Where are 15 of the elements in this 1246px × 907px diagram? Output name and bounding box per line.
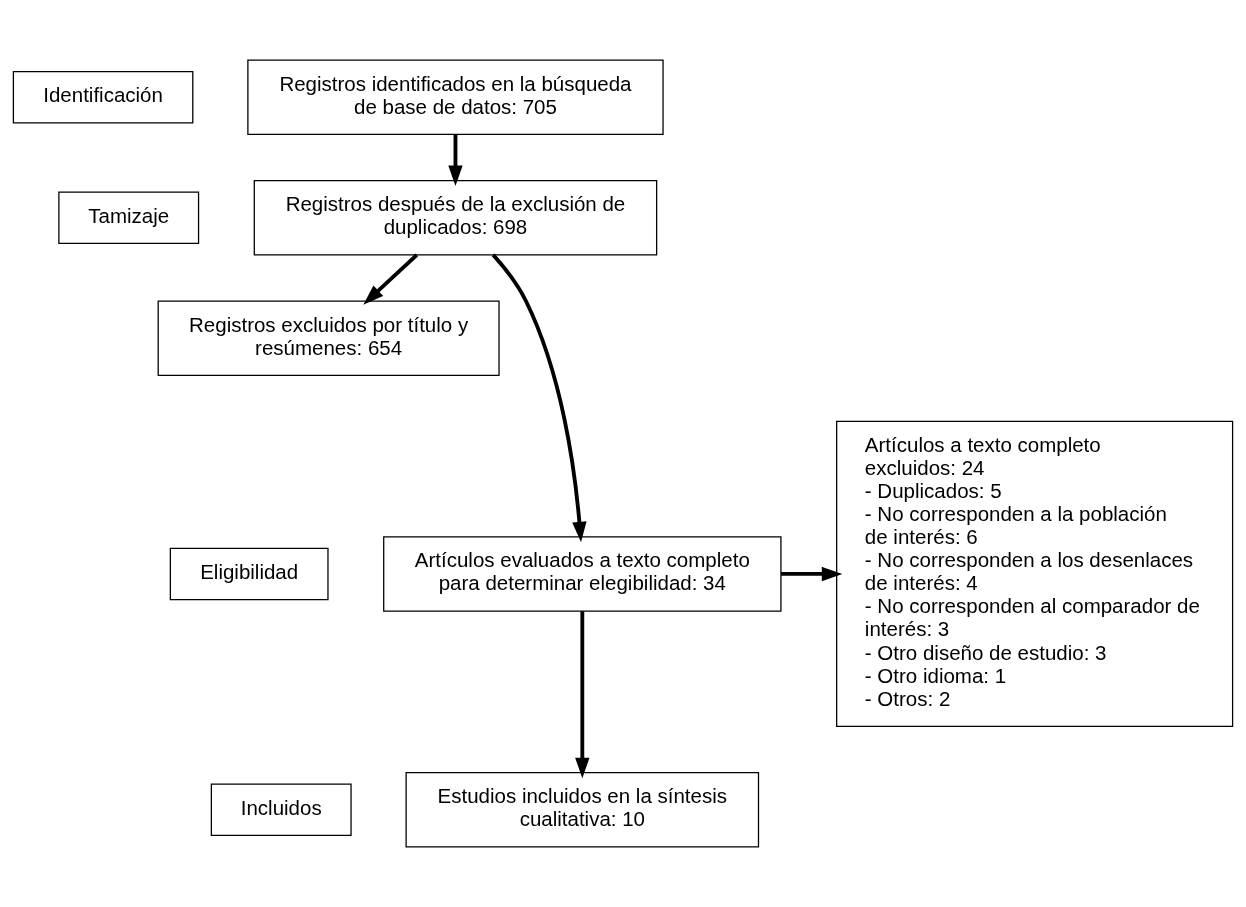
node-box: Artículos a texto completo excluidos: 24 - Duplicados: 5 - No corresponden a la población de interés: 6 - No corresponden a los desenlaces de interés: 4 - No corresponden al comparador de interés: 3 - Otro diseño de estudio: 3 - Otro idioma: 1 - Otros: 2 bbox=[836, 420, 1234, 728]
node-box: Eligibilidad bbox=[169, 547, 329, 601]
node-box: Artículos evaluados a texto completo para determinar elegibilidad: 34 bbox=[383, 536, 782, 612]
arrow bbox=[491, 253, 587, 543]
arrow bbox=[448, 134, 463, 187]
arrow bbox=[575, 611, 590, 779]
node-box: Registros identificados en la búsqueda de base de datos: 705 bbox=[247, 59, 664, 136]
node-box: Incluidos bbox=[210, 783, 352, 836]
arrow bbox=[781, 566, 843, 582]
node-box: Registros después de la exclusión de duplicados: 698 bbox=[253, 179, 658, 256]
node-box: Tamizaje bbox=[58, 191, 200, 244]
arrow bbox=[363, 253, 419, 305]
node-box: Registros excluidos por título y resúmenes: 654 bbox=[157, 300, 500, 376]
node-box: Identificación bbox=[12, 71, 194, 124]
node-box: Estudios incluidos en la síntesis cualitativa: 10 bbox=[405, 771, 760, 848]
